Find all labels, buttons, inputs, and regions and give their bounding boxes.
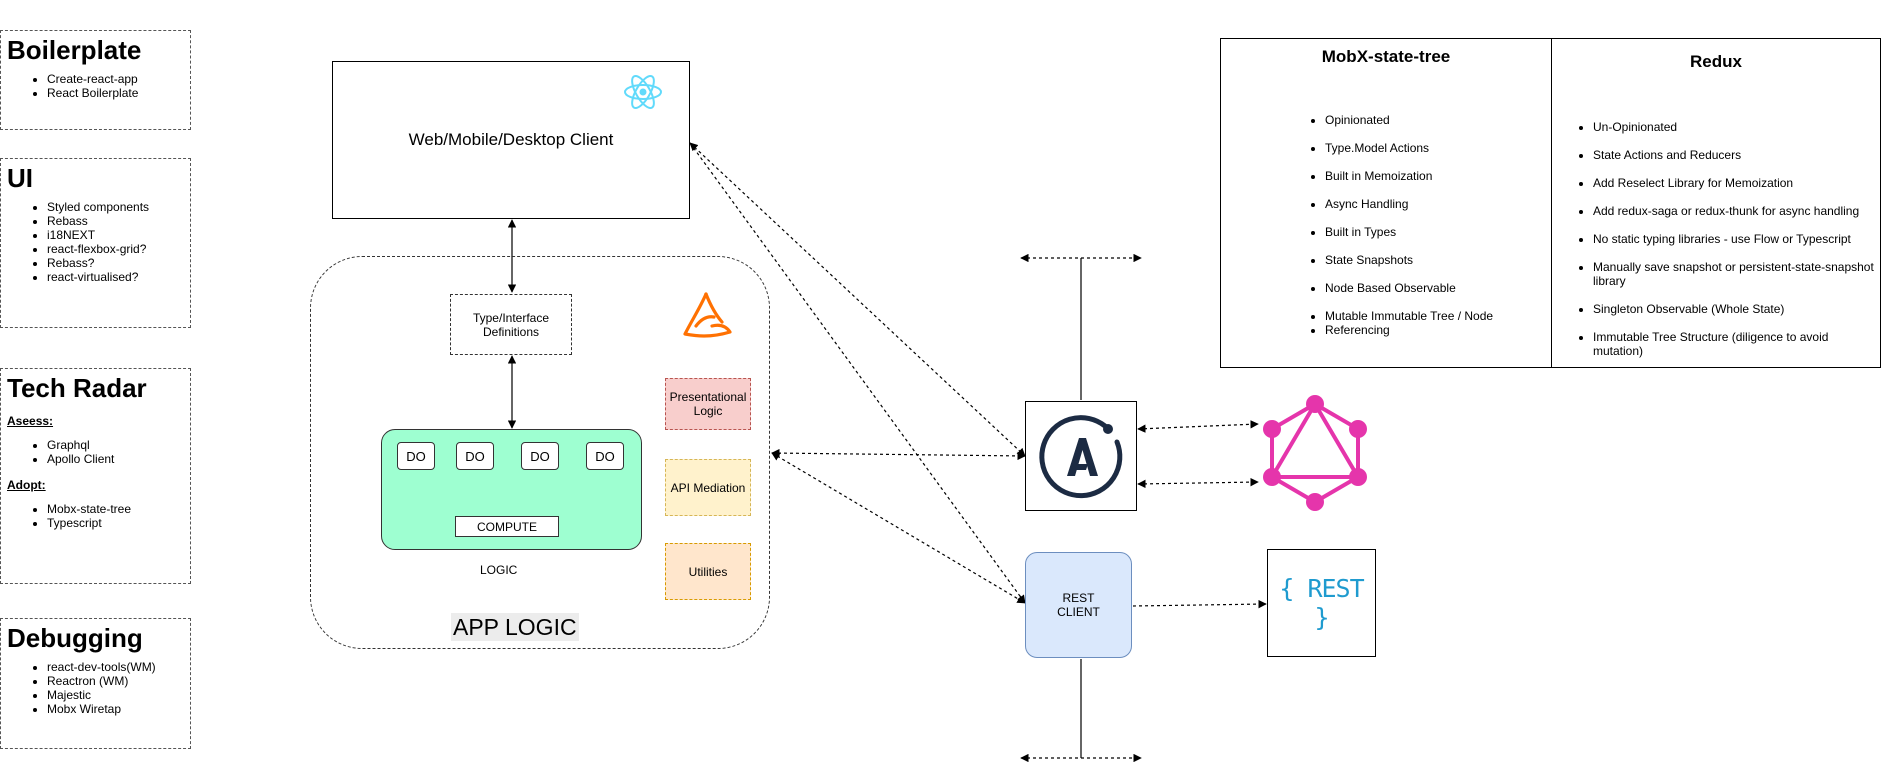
list-item: Create-react-app — [47, 72, 184, 86]
list-item: React Boilerplate — [47, 86, 184, 100]
react-icon — [623, 72, 663, 112]
ui-title: UI — [7, 163, 33, 193]
do-box: DO — [456, 442, 494, 470]
app-logic-container — [310, 256, 770, 649]
presentational-logic-box: Presentational Logic — [665, 378, 751, 430]
compute-label: COMPUTE — [477, 519, 537, 534]
utilities-box: Utilities — [665, 543, 751, 600]
do-box: DO — [521, 442, 559, 470]
tech-radar-title: Tech Radar — [7, 373, 147, 403]
client-label: Web/Mobile/Desktop Client — [408, 130, 614, 149]
do-box: DO — [586, 442, 624, 470]
list-item: Un-Opinionated — [1593, 120, 1874, 134]
do-label: DO — [530, 448, 550, 464]
apollo-box — [1025, 401, 1137, 511]
list-item: Manually save snapshot or persistent-sta… — [1593, 260, 1874, 288]
list-item: react-dev-tools(WM) — [47, 660, 184, 674]
do-label: DO — [465, 448, 485, 464]
rest-logo-icon: { REST } — [1279, 574, 1364, 632]
debugging-list: react-dev-tools(WM) Reactron (WM) Majest… — [7, 660, 184, 716]
logic-label: LOGIC — [480, 563, 518, 577]
client-box: Web/Mobile/Desktop Client — [332, 61, 690, 219]
list-item: Apollo Client — [47, 452, 184, 466]
comparison-table: MobX-state-tree Opinionated Type.Model A… — [1220, 38, 1881, 368]
type-definitions-box: Type/Interface Definitions — [450, 294, 572, 355]
adopt-list: Mobx-state-tree Typescript — [7, 502, 184, 530]
rest-client-label: REST CLIENT — [1057, 591, 1100, 619]
list-item: State Actions and Reducers — [1593, 148, 1874, 162]
boilerplate-list: Create-react-app React Boilerplate — [7, 72, 184, 100]
ui-panel: UI Styled components Rebass i18NEXT reac… — [0, 158, 191, 328]
list-item: Referencing — [1325, 323, 1531, 337]
list-item: Singleton Observable (Whole State) — [1593, 302, 1874, 316]
list-item: Rebass? — [47, 256, 184, 270]
presentational-logic-label: Presentational Logic — [669, 390, 747, 418]
list-item: Graphql — [47, 438, 184, 452]
mobx-column: MobX-state-tree Opinionated Type.Model A… — [1221, 39, 1552, 367]
apollo-icon — [1037, 412, 1125, 500]
api-mediation-label: API Mediation — [670, 480, 746, 495]
list-item: No static typing libraries - use Flow or… — [1593, 232, 1874, 246]
redux-list: Un-Opinionated State Actions and Reducer… — [1552, 120, 1880, 358]
mobx-state-tree-logo-icon — [680, 290, 736, 346]
redux-title: Redux — [1690, 52, 1742, 71]
list-item: Built in Types — [1325, 225, 1531, 239]
list-item: Immutable Tree Structure (diligence to a… — [1593, 330, 1874, 358]
rest-logo-box: { REST } — [1267, 549, 1376, 657]
boilerplate-title: Boilerplate — [7, 35, 142, 65]
list-item: Rebass — [47, 214, 184, 228]
list-item: react-virtualised? — [47, 270, 184, 284]
list-item: react-flexbox-grid? — [47, 242, 184, 256]
debugging-title: Debugging — [7, 623, 143, 653]
list-item: Majestic — [47, 688, 184, 702]
graphql-icon — [1260, 394, 1370, 512]
api-mediation-box: API Mediation — [665, 459, 751, 516]
list-item: State Snapshots — [1325, 253, 1531, 267]
list-item: Mobx-state-tree — [47, 502, 184, 516]
list-item: Styled components — [47, 200, 184, 214]
tech-radar-panel: Tech Radar Aseess: Graphql Apollo Client… — [0, 368, 191, 584]
list-item: Mutable Immutable Tree / Node — [1325, 309, 1531, 323]
app-logic-label: APP LOGIC — [451, 613, 579, 641]
mobx-list: Opinionated Type.Model Actions Built in … — [1221, 113, 1551, 337]
compute-box: COMPUTE — [455, 516, 559, 537]
ui-list: Styled components Rebass i18NEXT react-f… — [7, 200, 184, 284]
debugging-panel: Debugging react-dev-tools(WM) Reactron (… — [0, 618, 191, 749]
do-box: DO — [397, 442, 435, 470]
list-item: Add Reselect Library for Memoization — [1593, 176, 1874, 190]
adopt-label: Adopt: — [7, 478, 46, 493]
list-item: Type.Model Actions — [1325, 141, 1531, 155]
list-item: Node Based Observable — [1325, 281, 1531, 295]
type-definitions-label: Type/Interface Definitions — [472, 310, 550, 339]
redux-column: Redux Un-Opinionated State Actions and R… — [1552, 39, 1880, 367]
boilerplate-panel: Boilerplate Create-react-app React Boile… — [0, 30, 191, 130]
list-item: Mobx Wiretap — [47, 702, 184, 716]
rest-client-box: REST CLIENT — [1025, 552, 1132, 658]
do-label: DO — [595, 448, 615, 464]
list-item: Opinionated — [1325, 113, 1531, 127]
assess-list: Graphql Apollo Client — [7, 438, 184, 466]
list-item: Add redux-saga or redux-thunk for async … — [1593, 204, 1874, 218]
utilities-label: Utilities — [688, 564, 728, 579]
list-item: Typescript — [47, 516, 184, 530]
list-item: Reactron (WM) — [47, 674, 184, 688]
list-item: Async Handling — [1325, 197, 1531, 211]
assess-label: Aseess: — [7, 414, 54, 429]
do-label: DO — [406, 448, 426, 464]
list-item: Built in Memoization — [1325, 169, 1531, 183]
list-item: i18NEXT — [47, 228, 184, 242]
mobx-title: MobX-state-tree — [1321, 47, 1451, 66]
